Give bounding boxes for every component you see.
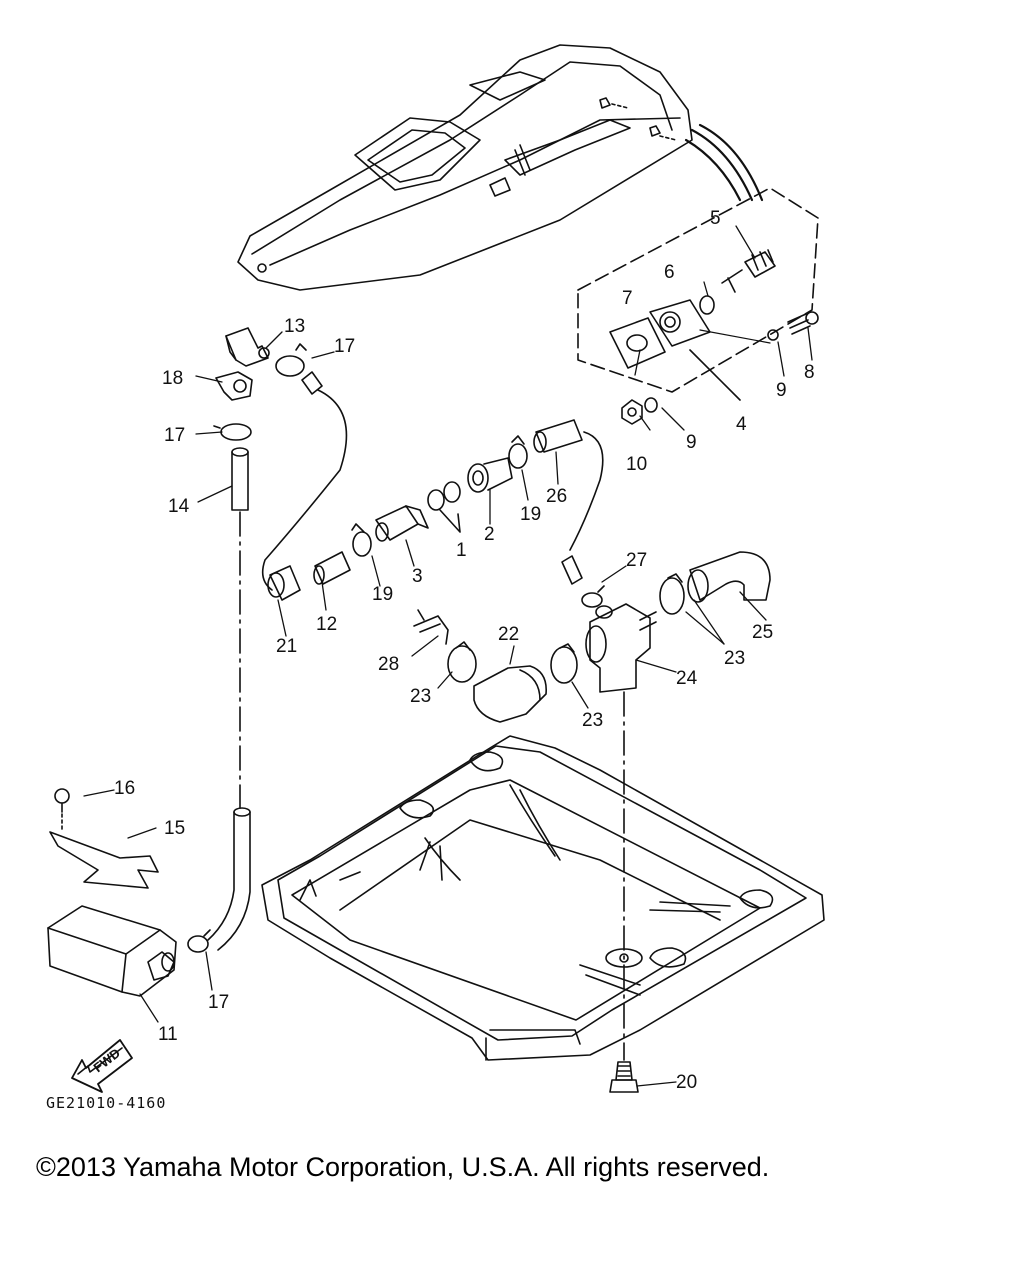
part-25-elbow-hose	[687, 551, 771, 603]
part-17-clamp-bottom	[187, 929, 211, 953]
label-21: 21	[276, 636, 297, 657]
label-11: 11	[158, 1024, 178, 1045]
part-17-clamp-top	[275, 343, 307, 377]
label-19-right: 19	[520, 504, 541, 525]
part-21-hose	[267, 565, 301, 601]
label-4: 4	[736, 414, 747, 435]
part-24-housing	[585, 603, 657, 693]
part-9-washer-b	[644, 397, 658, 413]
part-7-gasket	[609, 317, 666, 369]
label-15: 15	[164, 818, 185, 839]
label-23-right: 23	[724, 648, 745, 669]
part-1-washers	[427, 481, 461, 533]
part-23-clamp-left	[447, 641, 477, 683]
part-10-nut	[621, 399, 643, 425]
hose-routing	[261, 389, 348, 591]
label-17-left: 17	[164, 425, 185, 446]
part-20-bolt	[609, 1061, 639, 1093]
label-6: 6	[664, 262, 675, 283]
label-22: 22	[498, 624, 519, 645]
diagram-reference-code: GE21010-4160	[46, 1094, 167, 1112]
label-8: 8	[804, 362, 815, 383]
part-22-hose	[473, 665, 547, 723]
label-23-mid: 23	[582, 710, 603, 731]
assembly-4-outline	[577, 187, 819, 393]
part-27-clamp	[561, 555, 605, 608]
part-26-hose	[533, 419, 604, 551]
hull-top	[237, 44, 693, 291]
part-23-clamp-right	[659, 573, 685, 615]
part-12-sleeve	[313, 551, 351, 585]
label-2: 2	[484, 524, 495, 545]
leader-4	[689, 349, 741, 401]
label-17-bottom: 17	[208, 992, 229, 1013]
fwd-label: FWD	[90, 1045, 123, 1075]
label-5: 5	[710, 208, 721, 229]
label-18: 18	[162, 368, 183, 389]
leader-lines	[83, 225, 813, 1087]
label-7: 7	[622, 288, 633, 309]
part-6-seal	[699, 295, 715, 315]
part-14-hose-lower	[207, 807, 251, 951]
label-3: 3	[412, 566, 423, 587]
label-26: 26	[546, 486, 567, 507]
part-14-hose	[231, 447, 249, 511]
label-12: 12	[316, 614, 337, 635]
label-10: 10	[626, 454, 647, 475]
hull-cable	[684, 123, 764, 202]
label-25: 25	[752, 622, 773, 643]
label-19-left: 19	[372, 584, 393, 605]
label-28: 28	[378, 654, 399, 675]
part-9-washer	[767, 329, 779, 341]
part-28-bracket	[413, 609, 449, 645]
part-18-bracket	[215, 371, 253, 401]
copyright-notice: ©2013 Yamaha Motor Corporation, U.S.A. A…	[36, 1152, 770, 1182]
label-1: 1	[456, 540, 467, 561]
label-27: 27	[626, 550, 647, 571]
part-8-bolt	[787, 311, 819, 335]
label-16: 16	[114, 778, 135, 799]
part-16-screw	[54, 788, 70, 813]
label-17-top: 17	[334, 336, 355, 357]
part-2-fitting	[467, 457, 513, 493]
base-frame	[261, 735, 825, 1061]
label-23-left: 23	[410, 686, 431, 707]
fwd-arrow-icon: FWD	[71, 1039, 133, 1093]
label-9-lower: 9	[686, 432, 697, 453]
label-9-right: 9	[776, 380, 787, 401]
label-14: 14	[168, 496, 190, 517]
part-labels: 13 17 18 17 14 16 15 11 17 21 12 19 3 1 …	[114, 208, 815, 1093]
label-24: 24	[676, 668, 698, 689]
part-3-fitting	[375, 505, 429, 542]
part-13-elbow	[225, 327, 270, 367]
label-20: 20	[676, 1072, 697, 1093]
part-23-clamp-mid	[550, 643, 578, 684]
label-13: 13	[284, 316, 305, 337]
part-11-tank	[47, 905, 177, 997]
part-19-clamp-left	[351, 523, 372, 557]
part-15-bracket	[49, 831, 159, 889]
part-17-hose-end	[301, 371, 323, 395]
part-5-valve	[721, 249, 776, 293]
part-19-clamp-right	[508, 435, 528, 469]
